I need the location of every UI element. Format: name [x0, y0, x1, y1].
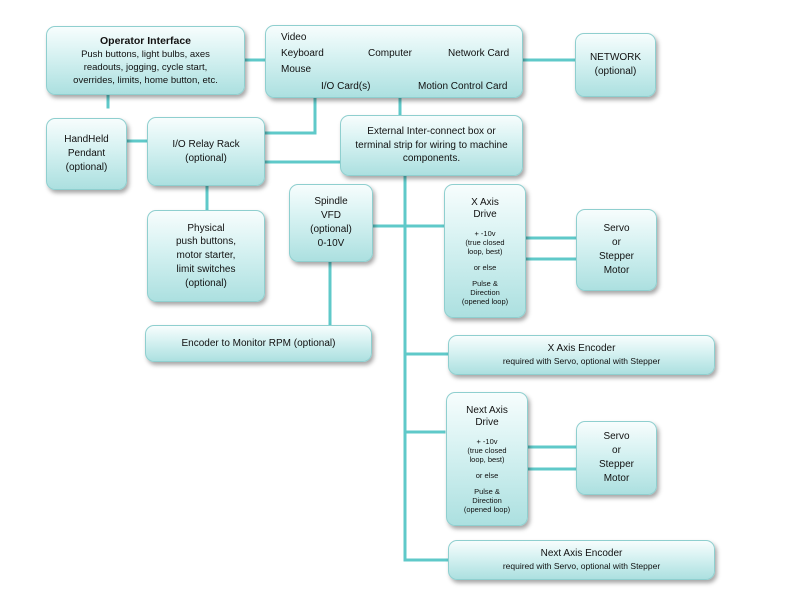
next-drive-or-else: or else	[475, 470, 499, 480]
operator-interface-line: overrides, limits, home button, etc.	[73, 75, 218, 87]
x-drive-title: X Axis	[471, 196, 499, 208]
x-encoder-title: X Axis Encoder	[547, 343, 616, 355]
x-drive-pulse: Direction	[470, 287, 500, 297]
x-axis-encoder-box: X Axis Encoder required with Servo, opti…	[448, 335, 715, 375]
next-drive-analog: + -10v	[476, 436, 498, 446]
x-motor-line: Servo	[603, 223, 630, 235]
next-motor-line: Servo	[603, 431, 630, 443]
network-line: NETWORK	[589, 52, 642, 64]
io-relay-rack-line: I/O Relay Rack	[172, 138, 240, 150]
x-drive-analog: loop, best)	[467, 246, 503, 256]
interconnect-line: terminal strip for wiring to machine	[355, 139, 508, 151]
spindle-line: VFD	[321, 210, 341, 222]
x-axis-drive-box: X Axis Drive + -10v (true closed loop, b…	[444, 184, 526, 318]
next-drive-pulse: (opened loop)	[463, 504, 511, 514]
x-drive-pulse: Pulse &	[472, 278, 498, 288]
x-encoder-subtitle: required with Servo, optional with Stepp…	[502, 356, 661, 367]
spindle-line: 0-10V	[317, 237, 345, 249]
spindle-vfd-box: Spindle VFD (optional) 0-10V	[289, 184, 373, 262]
x-motor-line: or	[612, 237, 621, 249]
next-motor-line: Motor	[603, 472, 630, 484]
spindle-line: (optional)	[310, 224, 352, 235]
x-drive-pulse: (opened loop)	[461, 296, 509, 306]
next-drive-pulse: Direction	[472, 495, 502, 505]
next-axis-drive-box: Next Axis Drive + -10v (true closed loop…	[446, 392, 528, 526]
next-servo-motor-box: Servo or Stepper Motor	[576, 421, 657, 495]
x-motor-line: Motor	[603, 264, 630, 276]
pendant-line: Pendant	[67, 148, 106, 160]
next-encoder-subtitle: required with Servo, optional with Stepp…	[502, 561, 661, 572]
x-drive-analog: (true closed	[465, 237, 505, 247]
spindle-line: Spindle	[314, 196, 348, 208]
rpm-encoder-label: Encoder to Monitor RPM (optional)	[181, 337, 336, 349]
x-drive-or-else: or else	[473, 262, 497, 272]
x-drive-analog: + -10v	[474, 228, 496, 238]
io-relay-rack-line: (optional)	[185, 152, 227, 164]
motion-control-card-label: Motion Control Card	[418, 81, 508, 92]
next-drive-analog: (true closed	[467, 445, 507, 455]
interconnect-box: External Inter-connect box or terminal s…	[340, 115, 523, 176]
physical-line: (optional)	[185, 277, 227, 289]
x-drive-title: Drive	[473, 209, 497, 220]
rpm-encoder-box: Encoder to Monitor RPM (optional)	[145, 325, 372, 362]
pendant-line: HandHeld	[64, 134, 109, 146]
interconnect-line: components.	[402, 153, 461, 165]
x-motor-line: Stepper	[598, 251, 635, 262]
next-encoder-title: Next Axis Encoder	[540, 548, 623, 560]
physical-line: limit switches	[176, 263, 236, 275]
video-label: Video	[281, 32, 307, 43]
next-motor-line: Stepper	[598, 459, 635, 470]
physical-line: Physical	[187, 222, 225, 234]
pendant-line: (optional)	[65, 161, 108, 173]
physical-line: push buttons,	[175, 236, 237, 248]
interconnect-line: External Inter-connect box or	[367, 125, 496, 137]
next-drive-title: Drive	[475, 417, 499, 428]
next-drive-pulse: Pulse &	[474, 486, 500, 496]
mouse-label: Mouse	[281, 64, 312, 75]
io-cards-label: I/O Card(s)	[321, 81, 371, 92]
operator-interface-title: Operator Interface	[99, 34, 192, 47]
pendant-box: HandHeld Pendant (optional)	[46, 118, 127, 190]
physical-line: motor starter,	[176, 250, 236, 262]
next-motor-line: or	[612, 445, 621, 457]
next-axis-encoder-box: Next Axis Encoder required with Servo, o…	[448, 540, 715, 580]
physical-box: Physical push buttons, motor starter, li…	[147, 210, 265, 302]
keyboard-label: Keyboard	[281, 48, 324, 59]
network-line: (optional)	[594, 66, 637, 77]
operator-interface-line: readouts, jogging, cycle start,	[83, 62, 208, 74]
operator-interface-box: Operator Interface Push buttons, light b…	[46, 26, 245, 95]
network-box: NETWORK (optional)	[575, 33, 656, 97]
network-card-label: Network Card	[448, 48, 510, 59]
computer-label: Computer	[368, 48, 412, 59]
next-drive-title: Next Axis	[466, 404, 508, 416]
io-relay-rack-box: I/O Relay Rack (optional)	[147, 117, 265, 186]
next-drive-analog: loop, best)	[469, 454, 505, 464]
operator-interface-line: Push buttons, light bulbs, axes	[81, 49, 210, 61]
x-servo-motor-box: Servo or Stepper Motor	[576, 209, 657, 291]
computer-box: Video Keyboard Mouse Computer Network Ca…	[265, 25, 523, 98]
